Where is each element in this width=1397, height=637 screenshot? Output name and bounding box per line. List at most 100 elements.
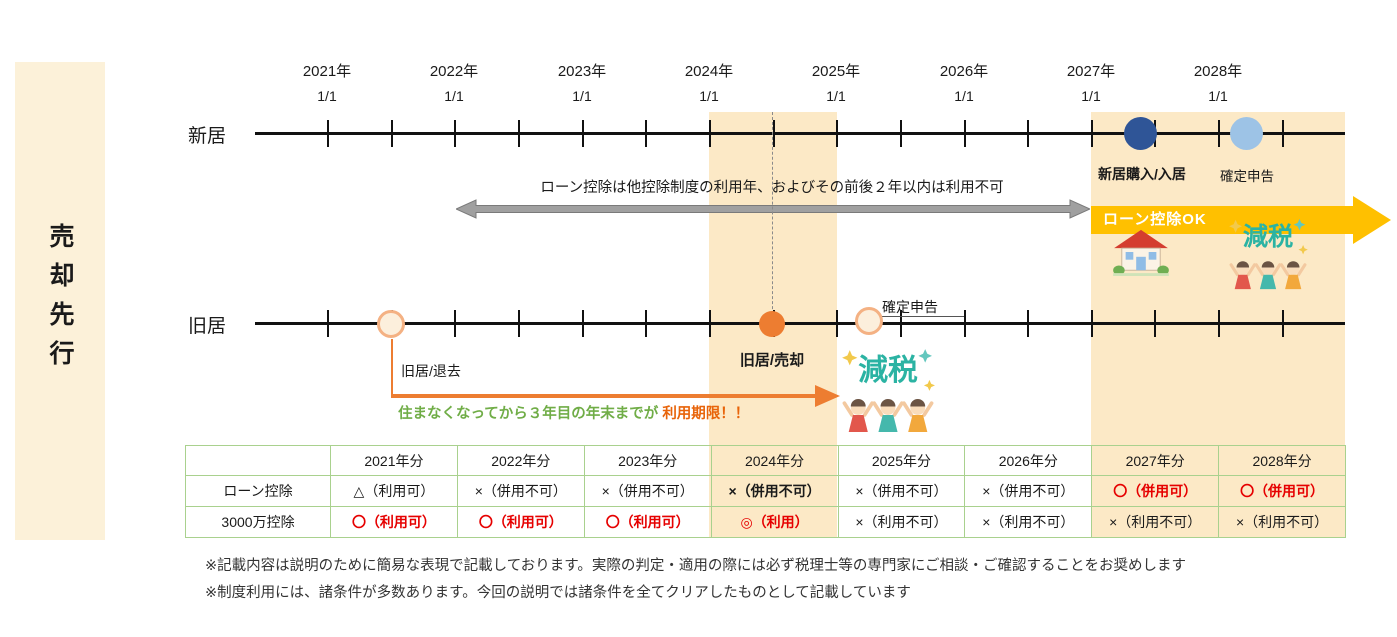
timeline-tick (899, 310, 902, 337)
person-icon (1229, 261, 1257, 290)
table-cell: ×（併用不可） (583, 475, 712, 507)
double-arrow-icon (454, 199, 1092, 219)
timeline-new-home (255, 120, 1345, 147)
genzei-text: 減税 (1243, 223, 1293, 251)
table-cell: ×（利用不可） (964, 506, 1093, 538)
year-text: 2022年 (429, 63, 479, 80)
table-cell: 〇（利用可） (456, 506, 585, 538)
year-date: 1/1 (826, 88, 846, 104)
label-old-home-tax-filing: 確定申告 (882, 299, 938, 315)
timeline-old-home (255, 310, 1345, 337)
loan-ok-arrow: ローン控除OK (1091, 196, 1391, 244)
table-corner-cell (185, 445, 331, 476)
person-icon (1279, 261, 1307, 290)
year-date: 1/1 (1081, 88, 1101, 104)
timeline-tick (899, 120, 902, 147)
deadline-caption-main: 住まなくなってから３年目の年末までが (398, 406, 663, 422)
timeline-tick (1090, 310, 1093, 337)
label-new-home-purchase: 新居購入/入居 (1098, 166, 1186, 182)
tax-cut-illustration: 減税 (1229, 218, 1308, 290)
timeline-tick (963, 310, 966, 337)
timeline-tick (963, 120, 966, 147)
timeline-tick (517, 310, 520, 337)
timeline-tick (1154, 310, 1157, 337)
timeline-tick (1090, 120, 1093, 147)
loan-ok-label: ローン控除OK (1103, 211, 1207, 228)
label-new-home-tax-filing: 確定申告 (1220, 169, 1274, 184)
timeline-tick (645, 120, 648, 147)
table-header-cell: 2026年分 (964, 445, 1093, 476)
table-row-loan-deduction: ローン控除 △（利用可） ×（併用不可） ×（併用不可） ×（併用不可） ×（併… (185, 475, 1346, 507)
timeline-tick (1218, 310, 1221, 337)
tax-cut-illustration: 減税 (842, 349, 935, 432)
table-cell: 〇（利用可） (330, 506, 458, 538)
house-window (1125, 252, 1134, 260)
year-date: 1/1 (444, 88, 464, 104)
loan-ok-arrow-body: ローン控除OK (1091, 206, 1353, 234)
timeline-tick (772, 120, 775, 147)
row-label-cell: 3000万控除 (185, 506, 331, 538)
table-header-cell: 2025年分 (837, 445, 966, 476)
house-icon (1113, 229, 1169, 276)
table-cell: ×（併用不可） (837, 475, 966, 507)
person-icon (902, 399, 934, 432)
sparkle-icon (923, 379, 935, 391)
timeline-tick (1218, 120, 1221, 147)
year-date: 1/1 (699, 88, 719, 104)
timeline-tick (1027, 120, 1030, 147)
table-cell: ◎（利用） (710, 506, 839, 538)
house-roof (1114, 229, 1168, 249)
sparkle-icon (1229, 219, 1243, 233)
timeline-tick (581, 120, 584, 147)
year-text: 2025年 (811, 63, 861, 80)
footnote-1: ※記載内容は説明のために簡易な表現で記載しております。実際の判定・適用の際には必… (205, 558, 1187, 574)
timeline-tick (1281, 120, 1284, 147)
footnote-2: ※制度利用には、諸条件が多数あります。今回の説明では諸条件を全てクリアしたものと… (205, 585, 911, 601)
year-label-2021: 2021年 1/1 (282, 60, 372, 104)
timeline-tick (327, 120, 329, 147)
sidebar-sale-first: 売却先行 (15, 62, 105, 540)
genzei-text: 減税 (858, 354, 918, 387)
table-header-cell: 2028年分 (1218, 445, 1346, 476)
table-cell: 〇（併用可） (1091, 475, 1220, 507)
year-text: 2027年 (1066, 63, 1116, 80)
dot-old-home-sale (759, 311, 785, 337)
year-text: 2028年 (1193, 63, 1243, 80)
table-header-cell: 2023年分 (583, 445, 712, 476)
timeline-tick (1027, 310, 1030, 337)
label-old-home-move-out: 旧居/退去 (401, 363, 461, 379)
table-cell: 〇（利用可） (583, 506, 712, 538)
year-text: 2021年 (302, 63, 352, 80)
timeline-tick (517, 120, 520, 147)
move-out-connector-line (391, 339, 393, 397)
dot-old-home-tax-filing (855, 307, 883, 335)
deadline-caption-emphasis: 利用期限！！ (662, 406, 750, 422)
person-icon (872, 399, 904, 432)
table-cell: ×（利用不可） (837, 506, 966, 538)
deadline-arrowhead-icon (815, 385, 840, 407)
person-icon (1254, 261, 1282, 290)
sidebar-title: 売却先行 (46, 223, 74, 379)
house-window (1148, 252, 1157, 260)
sparkle-icon (918, 349, 932, 363)
person-icon (842, 399, 874, 432)
table-row-30m-deduction: 3000万控除 〇（利用可） 〇（利用可） 〇（利用可） ◎（利用） ×（利用不… (185, 506, 1346, 538)
loan-ok-arrowhead-icon (1353, 196, 1391, 244)
timeline-tick (454, 120, 457, 147)
timeline-tick (390, 120, 393, 147)
bush-icon (1113, 265, 1125, 276)
year-label-2022: 2022年 1/1 (409, 60, 499, 104)
deadline-arrow-line (391, 394, 815, 398)
timeline-tick (708, 120, 711, 147)
table-header-cell: 2022年分 (456, 445, 585, 476)
sparkle-icon (1293, 218, 1306, 231)
year-label-2025: 2025年 1/1 (791, 60, 881, 104)
year-date: 1/1 (317, 88, 337, 104)
timeline-tick (836, 310, 839, 337)
year-date: 1/1 (572, 88, 592, 104)
table-header-cell: 2021年分 (330, 445, 458, 476)
tax-filing-leader-line (872, 316, 964, 317)
timeline-tick (454, 310, 457, 337)
